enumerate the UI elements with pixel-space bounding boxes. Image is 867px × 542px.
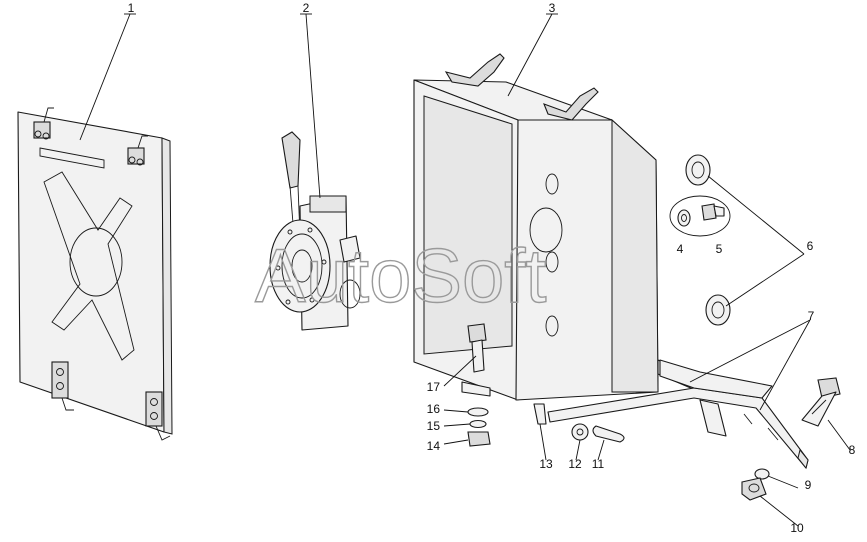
leader-lines xyxy=(79,13,851,527)
callout-2: 2 xyxy=(303,1,310,15)
callout-5: 5 xyxy=(716,242,723,256)
part-13-cotter-pin xyxy=(533,403,547,425)
callout-8: 8 xyxy=(849,443,856,457)
callout-6: 6 xyxy=(807,239,814,253)
callout-13: 13 xyxy=(539,457,553,471)
part-17-bolt xyxy=(467,323,487,373)
part-11-pin xyxy=(592,425,625,443)
callout-14: 14 xyxy=(427,439,441,453)
callout-12: 12 xyxy=(568,457,582,471)
callout-17: 17 xyxy=(427,380,441,394)
callout-15: 15 xyxy=(427,419,441,433)
part-7-mounting-brackets xyxy=(547,359,809,470)
part-2-hand-pump xyxy=(269,131,361,331)
watermark-text: AutoSoft xyxy=(255,234,547,319)
callout-10: 10 xyxy=(790,521,804,535)
callout-16: 16 xyxy=(427,402,441,416)
callout-11: 11 xyxy=(592,457,605,471)
part-8-bolt xyxy=(801,377,841,427)
part-12-washer xyxy=(571,423,589,441)
part-6-grommet-top xyxy=(685,154,711,186)
part-4-washer xyxy=(677,209,691,227)
part-15-washer xyxy=(469,419,487,429)
part-10-nut xyxy=(741,477,767,501)
callout-1: 1 xyxy=(128,1,135,15)
part-5-bolt xyxy=(701,203,725,221)
part-9-washer xyxy=(754,468,770,480)
part-6-grommet-bottom xyxy=(705,294,731,326)
part-16-washer xyxy=(467,407,489,417)
part-4-5-detail-circle xyxy=(669,195,731,237)
callout-9: 9 xyxy=(805,478,812,492)
callout-4: 4 xyxy=(677,242,684,256)
part-3-box-housing xyxy=(413,53,701,401)
part-1-cover-plate xyxy=(17,107,173,441)
part-14-nut xyxy=(467,431,491,447)
callout-7: 7 xyxy=(808,309,815,323)
callout-3: 3 xyxy=(549,1,556,15)
